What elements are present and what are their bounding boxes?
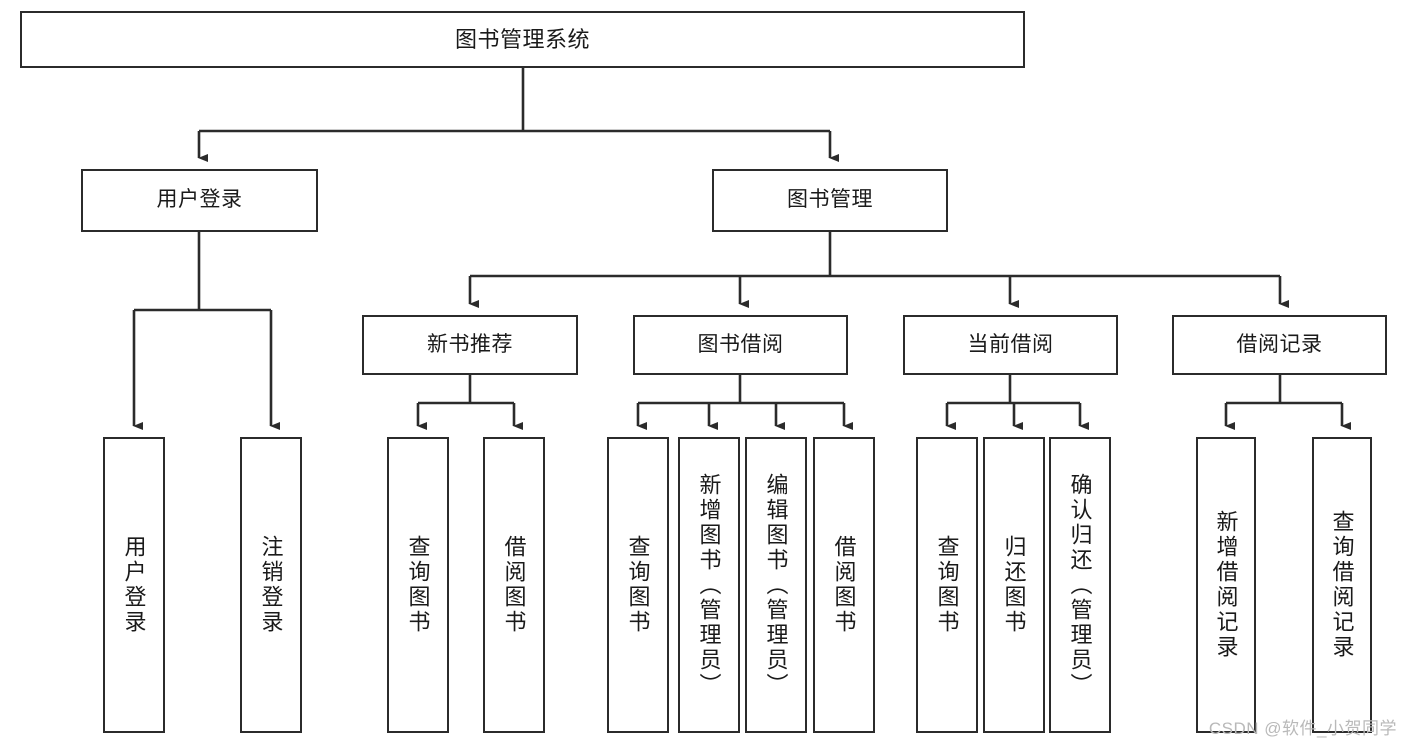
node-user-login[interactable]: 用户登录 bbox=[81, 169, 318, 232]
node-leaf-borrow-book-2-label: 借阅图书 bbox=[831, 535, 857, 635]
node-book-manage[interactable]: 图书管理 bbox=[712, 169, 948, 232]
node-leaf-add-book[interactable]: 新增图书（管理员） bbox=[678, 437, 740, 733]
node-leaf-query-book-3[interactable]: 查询图书 bbox=[916, 437, 978, 733]
node-leaf-borrow-book-1[interactable]: 借阅图书 bbox=[483, 437, 545, 733]
node-current-borrow-label: 当前借阅 bbox=[967, 332, 1054, 356]
node-leaf-return-book-label: 归还图书 bbox=[1001, 535, 1027, 635]
node-leaf-query-record[interactable]: 查询借阅记录 bbox=[1312, 437, 1372, 733]
node-leaf-confirm-return[interactable]: 确认归还（管理员） bbox=[1049, 437, 1111, 733]
node-leaf-user-logout-label: 注销登录 bbox=[258, 535, 284, 635]
node-leaf-user-login[interactable]: 用户登录 bbox=[103, 437, 165, 733]
watermark-text: CSDN @软件_小贺同学 bbox=[1208, 719, 1397, 738]
node-leaf-query-book-3-label: 查询图书 bbox=[934, 535, 960, 635]
node-leaf-return-book[interactable]: 归还图书 bbox=[983, 437, 1045, 733]
node-leaf-query-book-2[interactable]: 查询图书 bbox=[607, 437, 669, 733]
node-new-book-recommend[interactable]: 新书推荐 bbox=[362, 315, 578, 375]
node-leaf-user-login-label: 用户登录 bbox=[121, 535, 147, 635]
node-book-manage-label: 图书管理 bbox=[787, 188, 873, 212]
node-borrow-record-label: 借阅记录 bbox=[1236, 332, 1323, 356]
node-leaf-borrow-book-1-label: 借阅图书 bbox=[501, 535, 527, 635]
node-user-login-label: 用户登录 bbox=[156, 188, 243, 212]
node-leaf-edit-book[interactable]: 编辑图书（管理员） bbox=[745, 437, 807, 733]
node-leaf-add-record[interactable]: 新增借阅记录 bbox=[1196, 437, 1256, 733]
node-leaf-query-record-label: 查询借阅记录 bbox=[1329, 510, 1355, 660]
node-root[interactable]: 图书管理系统 bbox=[20, 11, 1025, 68]
node-new-book-recommend-label: 新书推荐 bbox=[427, 332, 513, 356]
node-current-borrow[interactable]: 当前借阅 bbox=[903, 315, 1118, 375]
node-book-borrow-label: 图书借阅 bbox=[697, 332, 784, 356]
node-leaf-edit-book-label: 编辑图书（管理员） bbox=[763, 472, 789, 698]
node-leaf-user-logout[interactable]: 注销登录 bbox=[240, 437, 302, 733]
node-leaf-confirm-return-label: 确认归还（管理员） bbox=[1067, 472, 1093, 698]
node-leaf-add-book-label: 新增图书（管理员） bbox=[696, 472, 722, 698]
node-leaf-query-book-1-label: 查询图书 bbox=[405, 535, 431, 635]
node-borrow-record[interactable]: 借阅记录 bbox=[1172, 315, 1387, 375]
node-leaf-query-book-2-label: 查询图书 bbox=[625, 535, 651, 635]
node-root-label: 图书管理系统 bbox=[454, 26, 590, 52]
node-book-borrow[interactable]: 图书借阅 bbox=[633, 315, 848, 375]
node-leaf-borrow-book-2[interactable]: 借阅图书 bbox=[813, 437, 875, 733]
node-leaf-query-book-1[interactable]: 查询图书 bbox=[387, 437, 449, 733]
node-leaf-add-record-label: 新增借阅记录 bbox=[1213, 510, 1239, 660]
